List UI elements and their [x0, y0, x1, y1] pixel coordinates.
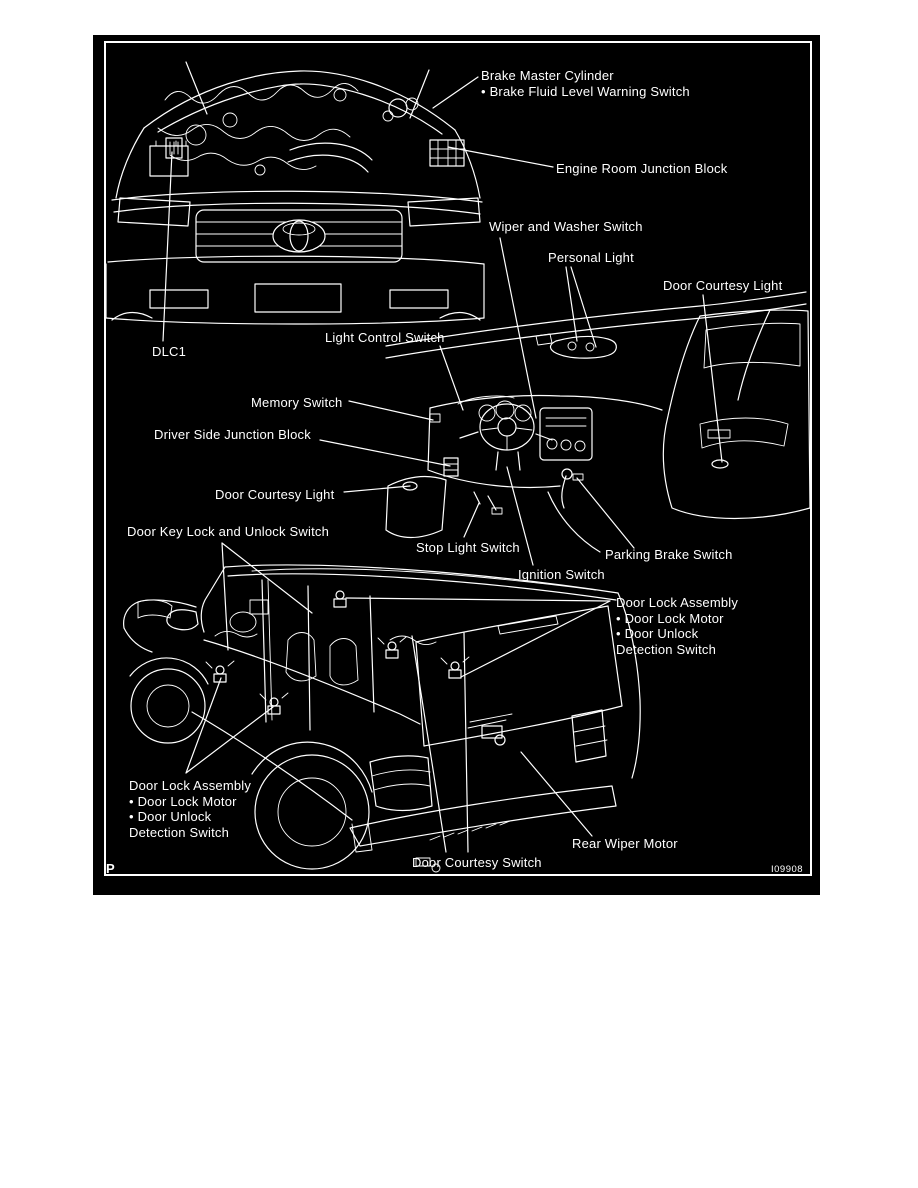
label-door-courtesy-switch: Door Courtesy Switch: [412, 855, 542, 870]
personal-light-console: [549, 335, 617, 359]
label-door-lock-assembly-left: Door Lock Assembly • Door Lock Motor • D…: [129, 778, 252, 840]
page-corner-mark: P: [106, 861, 115, 876]
label-door-courtesy-light-right: Door Courtesy Light: [663, 278, 783, 293]
rear-three-quarter-view: [123, 564, 641, 873]
door-lock-actuator-upper: [333, 590, 347, 608]
rear-wiper-motor-part: [467, 713, 513, 746]
label-engine-room-junction-block: Engine Room Junction Block: [556, 161, 728, 176]
label-wiper-washer-switch: Wiper and Washer Switch: [489, 219, 643, 234]
rear-window: [415, 605, 623, 747]
interior-dashboard-view: [385, 291, 811, 553]
label-ignition-switch: Ignition Switch: [518, 567, 605, 582]
door-lock-actuator-quarter: [377, 636, 407, 659]
taillight-right: [571, 709, 607, 763]
gear-shifter-knob: [561, 468, 573, 480]
label-light-control-switch: Light Control Switch: [325, 330, 445, 345]
label-parking-brake-switch: Parking Brake Switch: [605, 547, 733, 562]
label-door-key-lock-unlock-switch: Door Key Lock and Unlock Switch: [127, 524, 330, 539]
label-personal-light: Personal Light: [548, 250, 634, 265]
taillight-left: [369, 755, 433, 812]
vehicle-line-art: [105, 61, 811, 873]
dlc1-connector: [165, 137, 183, 159]
front-view-engine-bay: [105, 61, 485, 325]
label-driver-side-junction-block: Driver Side Junction Block: [154, 427, 311, 442]
component-location-diagram-panel: Brake Master Cylinder • Brake Fluid Leve…: [93, 35, 820, 895]
figure-id: I09908: [771, 864, 804, 875]
door-lock-actuator-front-left: [205, 660, 235, 683]
label-stop-light-switch: Stop Light Switch: [416, 540, 520, 555]
label-door-courtesy-light-left: Door Courtesy Light: [215, 487, 335, 502]
open-front-door: [662, 309, 811, 520]
center-stack: [539, 407, 593, 461]
label-brake-master-cylinder: Brake Master Cylinder • Brake Fluid Leve…: [481, 68, 690, 99]
door-lock-actuator-rear-left: [259, 692, 289, 715]
label-door-lock-assembly-right: Door Lock Assembly • Door Lock Motor • D…: [616, 595, 739, 657]
driver-junction-block: [443, 457, 459, 477]
leader-lines: [162, 76, 723, 853]
side-mirror: [166, 609, 199, 631]
door-courtesy-light-lamp: [711, 459, 729, 469]
label-memory-switch: Memory Switch: [251, 395, 343, 410]
label-rear-wiper-motor: Rear Wiper Motor: [572, 836, 678, 851]
label-dlc1: DLC1: [152, 344, 187, 359]
memory-switch-control: [429, 413, 441, 423]
